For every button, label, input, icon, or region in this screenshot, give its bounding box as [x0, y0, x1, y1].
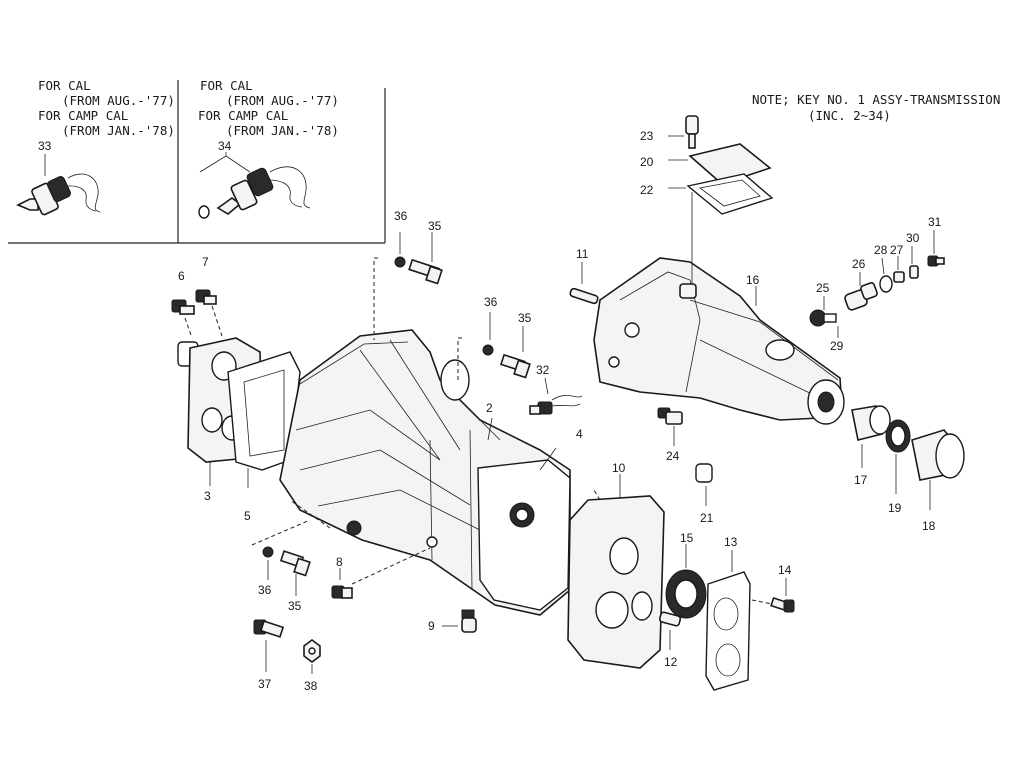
callout-31: 31	[928, 215, 942, 229]
inset-left-line-1: FOR CAL	[38, 78, 91, 93]
callout-21: 21	[700, 511, 714, 525]
callout-2: 2	[486, 401, 493, 415]
callout-35-middle: 35	[518, 311, 532, 325]
callout-37: 37	[258, 677, 272, 691]
callout-16: 16	[746, 273, 760, 287]
callout-36-middle: 36	[484, 295, 498, 309]
callout-17: 17	[854, 473, 868, 487]
callout-4: 4	[576, 427, 583, 441]
callout-36-lower: 36	[258, 583, 272, 597]
inset-left-notes: FOR CAL (FROM AUG.-'77) FOR CAMP CAL (FR…	[38, 78, 175, 153]
callout-32: 32	[536, 363, 550, 377]
parts-6-7	[171, 289, 223, 339]
callout-19: 19	[888, 501, 902, 515]
inset-left-line-2: (FROM AUG.-'77)	[62, 93, 175, 108]
callout-5: 5	[244, 509, 251, 523]
callout-23: 23	[640, 129, 654, 143]
inset-box	[8, 80, 386, 244]
callout-9: 9	[428, 619, 435, 633]
callout-28: 28	[874, 243, 888, 257]
callout-30: 30	[906, 231, 920, 245]
switch-34	[198, 152, 311, 219]
callout-25: 25	[816, 281, 830, 295]
callout-3: 3	[204, 489, 211, 503]
part-2-case	[279, 329, 571, 616]
callout-13: 13	[724, 535, 738, 549]
callout-8: 8	[336, 555, 343, 569]
switch-33	[16, 154, 101, 216]
note-line-2: (INC. 2~34)	[808, 108, 891, 123]
callout-12: 12	[664, 655, 678, 669]
bolts-lower	[251, 499, 477, 674]
callout-35-lower: 35	[288, 599, 302, 613]
parts-17-18-19	[851, 405, 965, 510]
parts-25-31	[809, 230, 945, 338]
callout-34: 34	[218, 139, 232, 153]
assembly-note: NOTE; KEY NO. 1 ASSY-TRANSMISSION (INC. …	[752, 92, 1000, 123]
callout-24: 24	[666, 449, 680, 463]
callout-6: 6	[178, 269, 185, 283]
callout-20: 20	[640, 155, 654, 169]
callout-38: 38	[304, 679, 318, 693]
callout-29: 29	[830, 339, 844, 353]
callout-10: 10	[612, 461, 626, 475]
callout-7: 7	[202, 255, 209, 269]
part-32-switch	[529, 377, 583, 415]
callout-14: 14	[778, 563, 792, 577]
part-14-bolt	[751, 578, 795, 613]
part-16-extension-housing	[593, 192, 845, 425]
inset-left-line-3: FOR CAMP CAL	[38, 108, 128, 123]
part-13-gasket	[705, 550, 751, 691]
parts-12-15	[658, 544, 707, 650]
callout-22: 22	[640, 183, 654, 197]
callout-33: 33	[38, 139, 52, 153]
callout-35-upper: 35	[428, 219, 442, 233]
inset-right-line-3: FOR CAMP CAL	[198, 108, 288, 123]
parts-20-22-23-cover	[668, 115, 774, 215]
bolts-upper	[373, 232, 531, 380]
inset-right-line-2: (FROM AUG.-'77)	[226, 93, 339, 108]
part-11-pin	[569, 262, 599, 305]
callout-26: 26	[852, 257, 866, 271]
callout-27: 27	[890, 243, 904, 257]
parts-21-24	[657, 407, 713, 506]
inset-left-line-4: (FROM JAN.-'78)	[62, 123, 175, 138]
inset-right-notes: FOR CAL (FROM AUG.-'77) FOR CAMP CAL (FR…	[198, 78, 339, 153]
callout-18: 18	[922, 519, 936, 533]
part-10-adapter-plate	[567, 474, 665, 669]
callout-labels: 2 3 4 5 6 7 8 9 10 11 12 13 14 15 16 17 …	[178, 129, 942, 693]
note-line-1: NOTE; KEY NO. 1 ASSY-TRANSMISSION	[752, 92, 1000, 107]
inset-right-line-1: FOR CAL	[200, 78, 253, 93]
callout-36-upper: 36	[394, 209, 408, 223]
inset-right-line-4: (FROM JAN.-'78)	[226, 123, 339, 138]
callout-11: 11	[576, 247, 589, 261]
callout-15: 15	[680, 531, 694, 545]
